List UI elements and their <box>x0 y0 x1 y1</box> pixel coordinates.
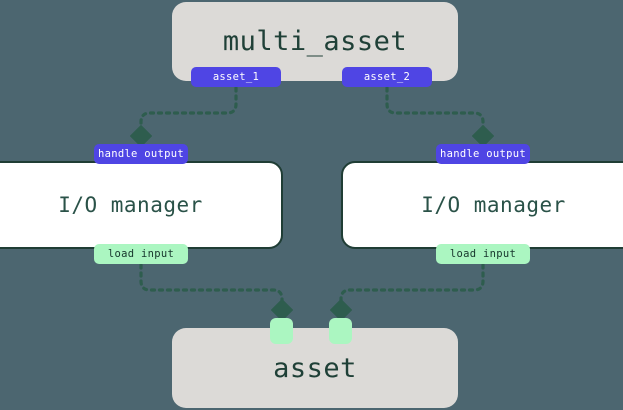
edge-asset2-to-io-right <box>385 86 495 148</box>
node-multi-asset-label: multi_asset <box>222 26 408 57</box>
input-handle-handle-output-right-label: handle output <box>439 148 527 160</box>
output-handle-asset-1-label: asset_1 <box>212 71 260 83</box>
output-handle-asset-2[interactable]: asset_2 <box>342 67 432 87</box>
output-handle-load-input-left-label: load input <box>107 248 175 260</box>
input-handle-handle-output-right[interactable]: handle output <box>436 144 530 164</box>
edge-io-right-to-asset <box>329 263 485 322</box>
node-io-manager-right-label: I/O manager <box>421 193 566 217</box>
edge-asset1-to-io-left <box>129 86 238 148</box>
node-asset[interactable]: asset <box>172 328 458 408</box>
node-io-manager-left[interactable]: I/O manager <box>0 161 283 249</box>
input-handle-asset-1[interactable] <box>270 318 293 344</box>
edge-io-left-to-asset <box>139 263 294 322</box>
output-handle-asset-1[interactable]: asset_1 <box>191 67 281 87</box>
node-asset-label: asset <box>273 352 357 384</box>
node-io-manager-right[interactable]: I/O manager <box>341 161 623 249</box>
input-handle-handle-output-left[interactable]: handle output <box>94 144 188 164</box>
output-handle-load-input-right-label: load input <box>449 248 517 260</box>
output-handle-load-input-right[interactable]: load input <box>436 244 530 264</box>
input-handle-handle-output-left-label: handle output <box>97 148 185 160</box>
input-handle-asset-2[interactable] <box>329 318 352 344</box>
node-io-manager-left-label: I/O manager <box>58 193 203 217</box>
output-handle-load-input-left[interactable]: load input <box>94 244 188 264</box>
output-handle-asset-2-label: asset_2 <box>363 71 411 83</box>
